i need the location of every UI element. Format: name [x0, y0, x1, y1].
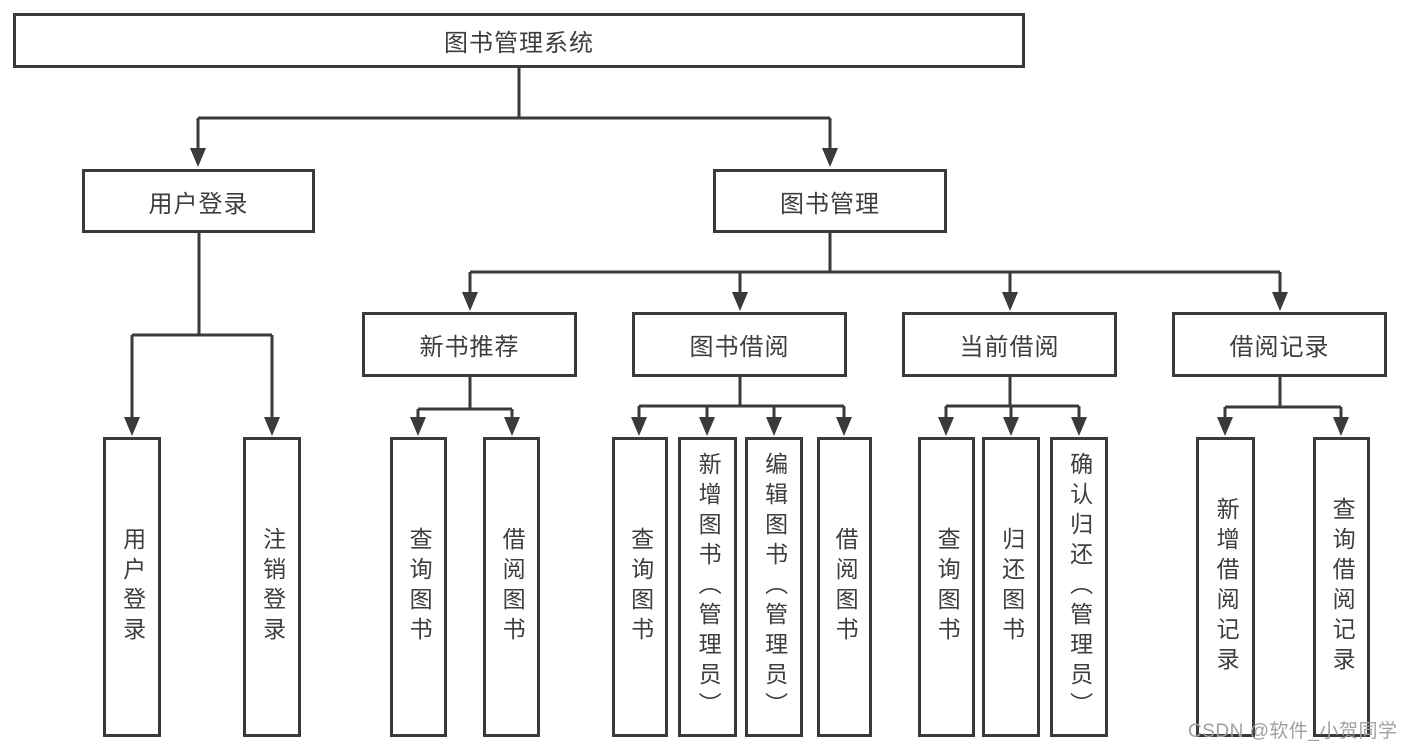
arrowhead [822, 148, 838, 167]
node-current-borrowing-label: 当前借阅 [959, 334, 1060, 361]
leaf-nb-query-books-label: 查询图书 [406, 527, 433, 647]
node-borrow-records-label: 借阅记录 [1229, 334, 1330, 361]
node-book-borrowing: 图书借阅 [632, 312, 847, 377]
watermark: CSDN @软件_小贺同学 [1188, 721, 1398, 742]
leaf-bb-borrow-books: 借阅图书 [817, 437, 872, 737]
leaf-br-query-record: 查询借阅记录 [1313, 437, 1370, 737]
arrowhead [462, 292, 478, 311]
leaf-bb-add-books-admin: 新增图书（管理员） [678, 437, 737, 737]
connector-new-book-recommend-children [410, 377, 520, 436]
arrowhead [1272, 292, 1288, 311]
node-borrow-records: 借阅记录 [1172, 312, 1387, 377]
arrowhead [1002, 292, 1018, 311]
connector-book-management-children [462, 233, 1288, 311]
node-book-borrowing-label: 图书借阅 [689, 334, 790, 361]
leaf-user-login-label: 用户登录 [119, 527, 146, 647]
leaf-cb-return-books: 归还图书 [982, 437, 1040, 737]
node-user-login-label: 用户登录 [148, 190, 249, 218]
arrowhead [1333, 417, 1349, 436]
leaf-cb-query-books: 查询图书 [918, 437, 975, 737]
leaf-user-login: 用户登录 [103, 437, 161, 737]
arrowhead [631, 417, 647, 436]
leaf-logout: 注销登录 [243, 437, 301, 737]
arrowhead [699, 417, 715, 436]
leaf-bb-borrow-books-label: 借阅图书 [832, 527, 859, 647]
node-new-book-recommend-label: 新书推荐 [419, 334, 520, 361]
leaf-br-add-record-label: 新增借阅记录 [1213, 497, 1240, 677]
arrowhead [1003, 417, 1019, 436]
leaf-br-query-record-label: 查询借阅记录 [1329, 497, 1356, 677]
node-book-management: 图书管理 [713, 169, 947, 233]
arrowhead [766, 417, 782, 436]
connector-borrow-records-children [1217, 377, 1349, 436]
leaf-bb-add-books-admin-label: 新增图书（管理员） [695, 452, 722, 722]
arrowhead [410, 417, 426, 436]
node-root-label: 图书管理系统 [444, 30, 594, 57]
connector-user-login-children [124, 233, 280, 436]
arrowhead [938, 417, 954, 436]
leaf-nb-borrow-books: 借阅图书 [483, 437, 540, 737]
leaf-cb-confirm-return-admin-label: 确认归还（管理员） [1066, 452, 1093, 722]
leaf-nb-borrow-books-label: 借阅图书 [499, 527, 526, 647]
connector-book-borrowing-children [631, 377, 852, 436]
arrowhead [1071, 417, 1087, 436]
arrowhead [836, 417, 852, 436]
arrowhead [124, 417, 140, 436]
node-root: 图书管理系统 [13, 13, 1025, 68]
node-user-login: 用户登录 [82, 169, 315, 233]
leaf-bb-query-books: 查询图书 [612, 437, 668, 737]
arrowhead [504, 417, 520, 436]
leaf-bb-edit-books-admin-label: 编辑图书（管理员） [761, 452, 788, 722]
connector-current-borrowing-children [938, 377, 1087, 436]
leaf-cb-confirm-return-admin: 确认归还（管理员） [1050, 437, 1108, 737]
arrowhead [190, 148, 206, 167]
leaf-cb-return-books-label: 归还图书 [998, 527, 1025, 647]
leaf-nb-query-books: 查询图书 [390, 437, 447, 737]
node-book-management-label: 图书管理 [780, 190, 880, 218]
leaf-bb-query-books-label: 查询图书 [627, 527, 654, 647]
arrowhead [1217, 417, 1233, 436]
leaf-bb-edit-books-admin: 编辑图书（管理员） [745, 437, 803, 737]
connector-root-to-level1 [190, 68, 838, 167]
leaf-br-add-record: 新增借阅记录 [1196, 437, 1255, 737]
leaf-logout-label: 注销登录 [259, 527, 286, 647]
arrowhead [264, 417, 280, 436]
node-new-book-recommend: 新书推荐 [362, 312, 577, 377]
leaf-cb-query-books-label: 查询图书 [934, 527, 961, 647]
node-current-borrowing: 当前借阅 [902, 312, 1117, 377]
arrowhead [732, 292, 748, 311]
